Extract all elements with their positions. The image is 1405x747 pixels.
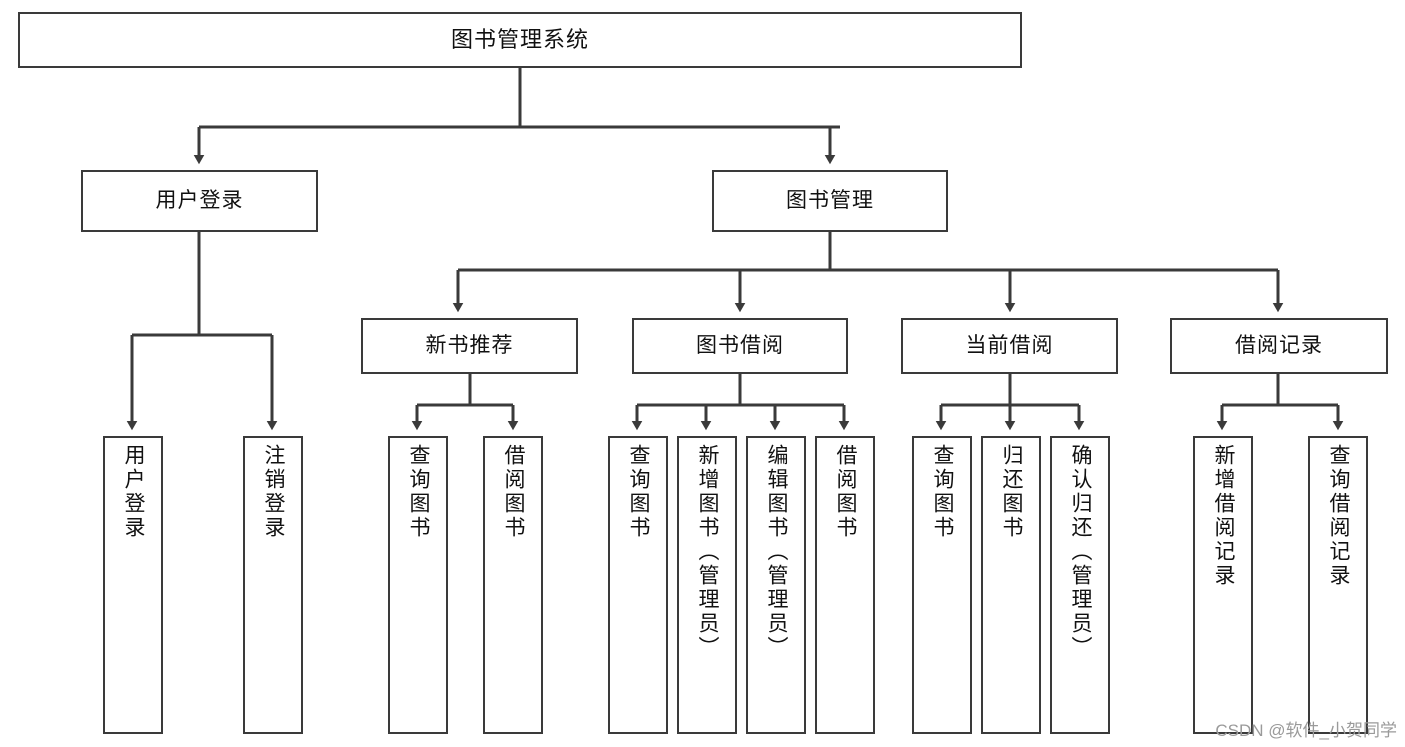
node-leaf-add-book-admin[interactable]: 新增图书（管理员） [677, 436, 737, 734]
node-book-management[interactable]: 图书管理 [712, 170, 948, 232]
node-leaf-current-query-book[interactable]: 查询图书 [912, 436, 972, 734]
node-label: 图书管理系统 [450, 27, 589, 53]
node-user-login[interactable]: 用户登录 [81, 170, 318, 232]
node-leaf-edit-book-admin[interactable]: 编辑图书（管理员） [746, 436, 806, 734]
node-leaf-return-book[interactable]: 归还图书 [981, 436, 1041, 734]
node-label: 编辑图书（管理员） [765, 444, 789, 660]
node-label: 新书推荐 [425, 333, 514, 357]
node-label: 借阅图书 [502, 444, 526, 540]
node-label: 图书借阅 [696, 333, 784, 357]
node-book-borrowing[interactable]: 图书借阅 [632, 318, 848, 374]
node-borrowing-records[interactable]: 借阅记录 [1170, 318, 1388, 374]
node-label: 当前借阅 [965, 333, 1054, 357]
node-label: 用户登录 [155, 188, 244, 212]
node-leaf-user-login[interactable]: 用户登录 [103, 436, 163, 734]
node-leaf-confirm-return-admin[interactable]: 确认归还（管理员） [1050, 436, 1110, 734]
node-label: 借阅图书 [834, 444, 858, 540]
node-label: 注销登录 [262, 444, 286, 540]
node-current-borrowing[interactable]: 当前借阅 [901, 318, 1118, 374]
node-leaf-query-borrow-record[interactable]: 查询借阅记录 [1308, 436, 1368, 734]
node-leaf-borrow-book[interactable]: 借阅图书 [815, 436, 875, 734]
node-root-book-management-system[interactable]: 图书管理系统 [18, 12, 1022, 68]
node-label: 归还图书 [1000, 444, 1024, 540]
node-leaf-user-logout[interactable]: 注销登录 [243, 436, 303, 734]
node-label: 图书管理 [786, 188, 874, 212]
node-label: 新增借阅记录 [1212, 444, 1236, 588]
node-label: 查询图书 [931, 444, 955, 540]
node-label: 确认归还（管理员） [1069, 444, 1093, 660]
node-leaf-rec-borrow-book[interactable]: 借阅图书 [483, 436, 543, 734]
node-label: 查询图书 [627, 444, 651, 540]
node-label: 用户登录 [122, 444, 146, 540]
node-label: 新增图书（管理员） [696, 444, 720, 660]
node-leaf-rec-query-book[interactable]: 查询图书 [388, 436, 448, 734]
node-leaf-add-borrow-record[interactable]: 新增借阅记录 [1193, 436, 1253, 734]
node-label: 借阅记录 [1235, 333, 1323, 357]
node-label: 查询图书 [407, 444, 431, 540]
node-new-book-recommendation[interactable]: 新书推荐 [361, 318, 578, 374]
node-label: 查询借阅记录 [1327, 444, 1351, 588]
node-leaf-borrow-query-book[interactable]: 查询图书 [608, 436, 668, 734]
